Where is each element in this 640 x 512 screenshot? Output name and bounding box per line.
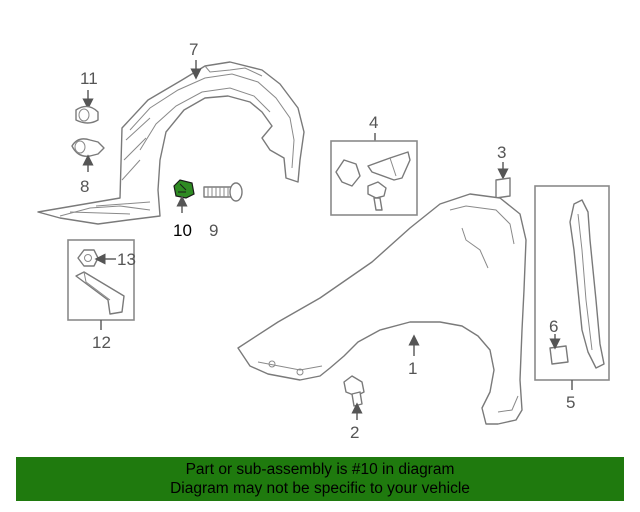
banner-line-1: Part or sub-assembly is #10 in diagram [185,461,455,478]
callout-9: 9 [209,221,218,240]
part-group-box-4[interactable] [330,140,418,216]
bolt-part-2[interactable] [343,375,365,407]
parts-diagram: 10 9 11 8 7 13 12 4 [37,40,610,442]
callout-1: 1 [408,359,417,378]
clip-part-10-highlighted[interactable] [173,179,195,199]
clip-part-6[interactable] [549,345,569,365]
part-group-box-12[interactable] [67,239,135,321]
info-banner: Part or sub-assembly is #10 in diagram D… [16,457,624,501]
callout-6: 6 [549,317,558,336]
callout-13: 13 [117,250,136,269]
screw-part-9[interactable] [203,182,243,202]
callout-7: 7 [189,40,198,59]
callout-11: 11 [80,69,98,88]
callout-12: 12 [92,333,111,352]
part-group-box-5[interactable] [534,185,610,381]
clip-part-8[interactable] [71,138,105,157]
push-clip-part-11[interactable] [75,105,99,124]
banner-line-2: Diagram may not be specific to your vehi… [170,480,470,497]
callout-10: 10 [173,221,192,240]
callout-3: 3 [497,143,506,162]
front-fender-part-1[interactable] [237,193,527,425]
callout-5: 5 [566,393,575,412]
callout-2: 2 [350,423,359,442]
fender-liner-part[interactable] [37,61,305,225]
seal-part-3[interactable] [495,177,511,199]
callout-8: 8 [80,177,89,196]
callout-4: 4 [369,113,378,132]
